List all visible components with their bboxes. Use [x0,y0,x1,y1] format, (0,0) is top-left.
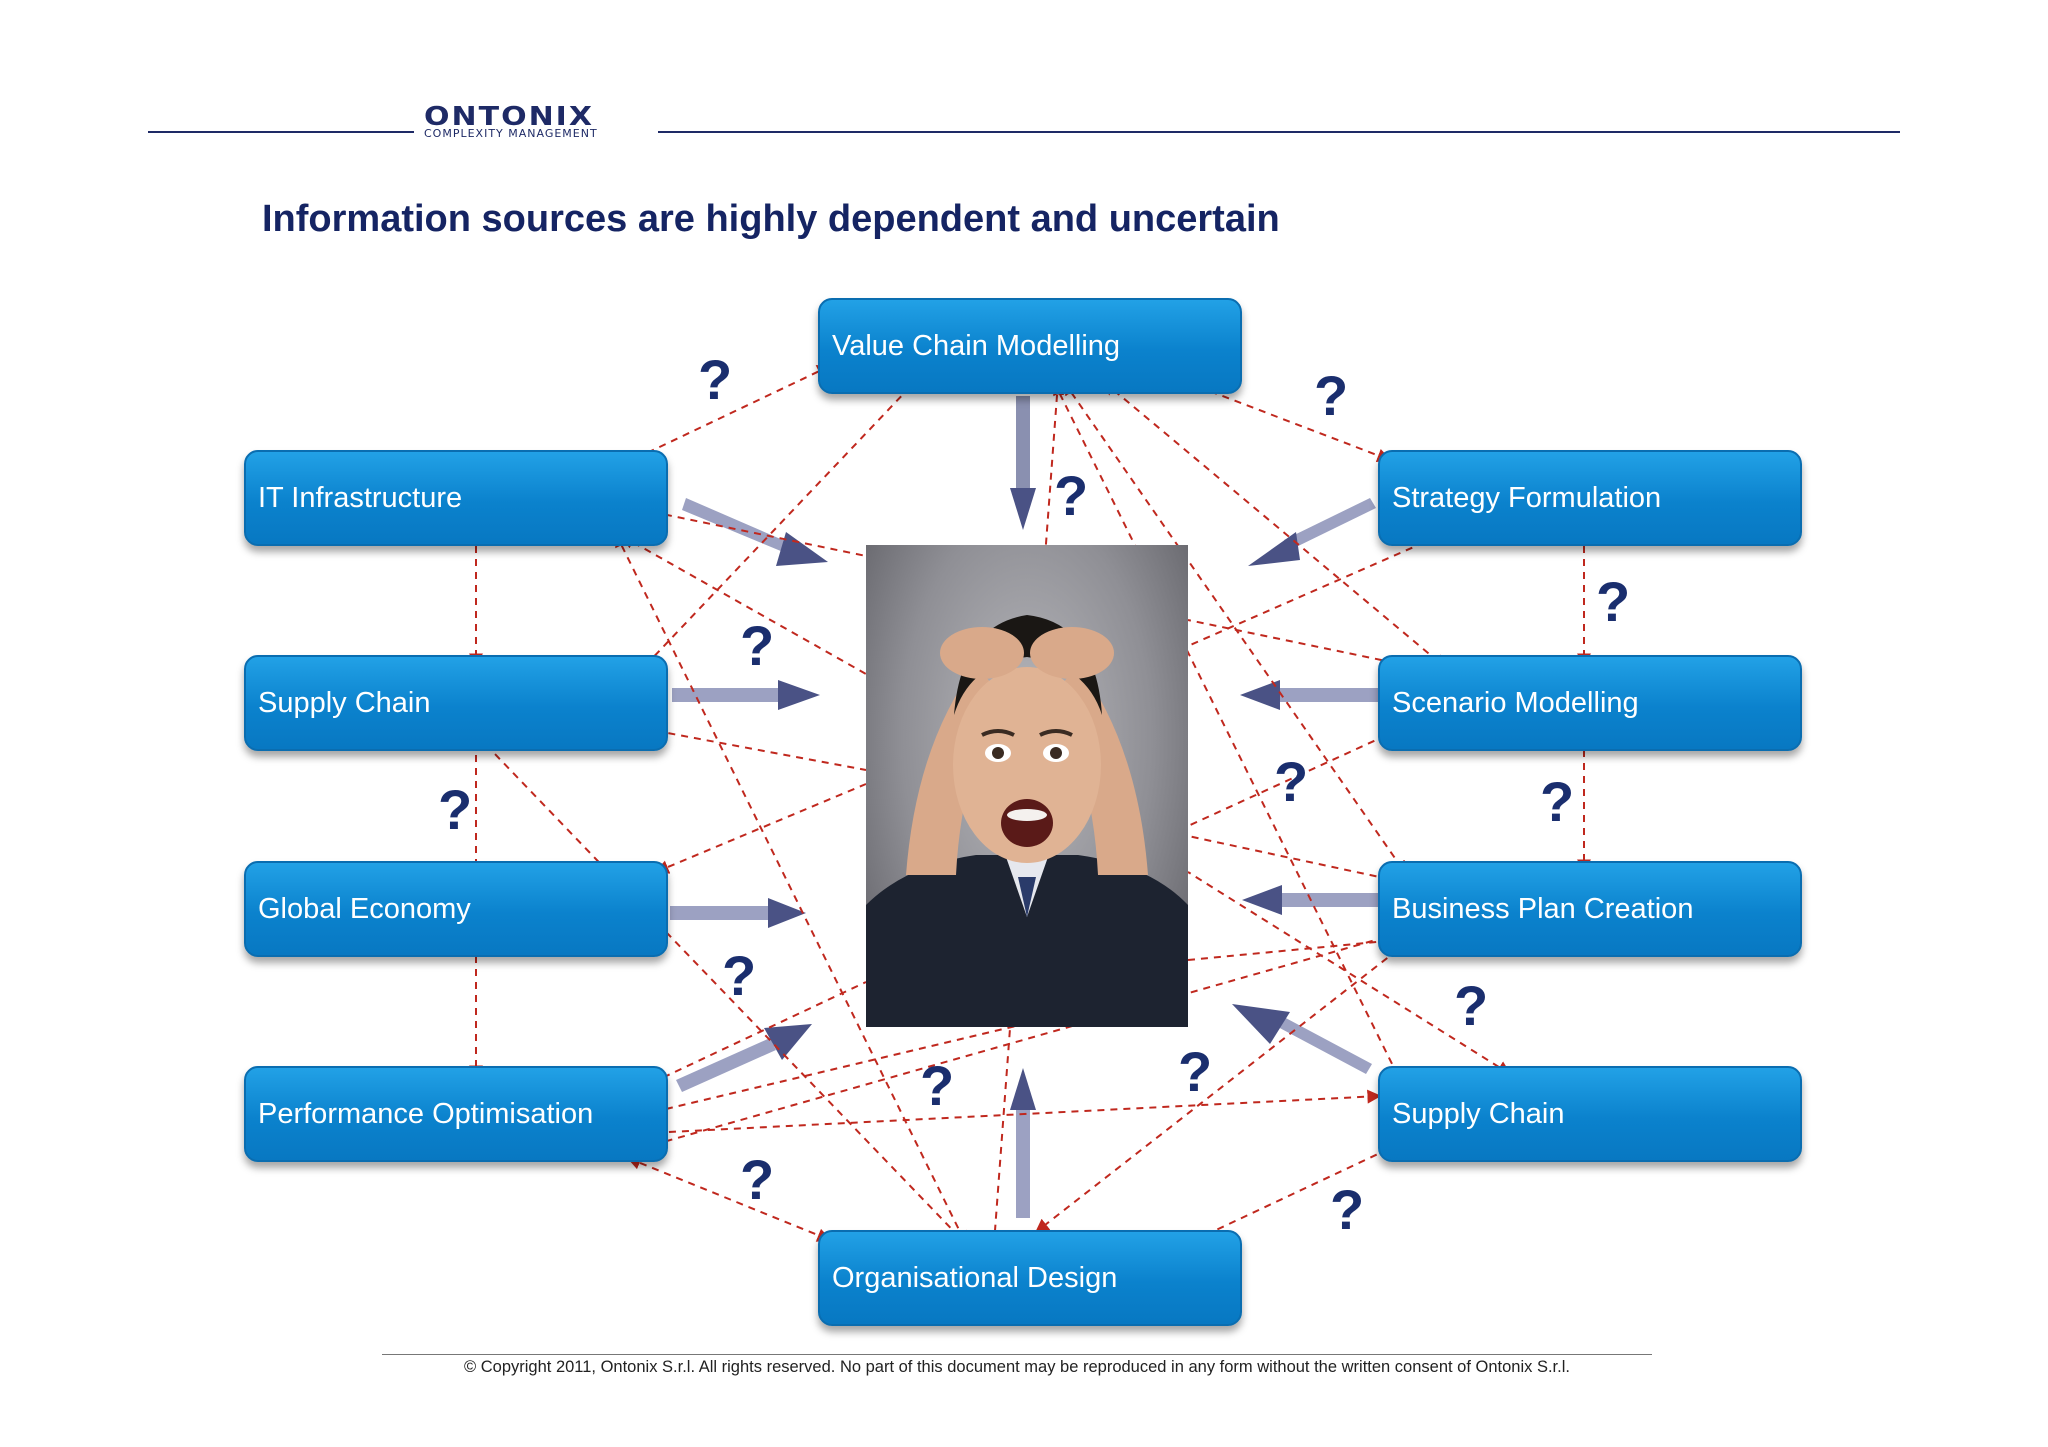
copyright-footer: © Copyright 2011, Ontonix S.r.l. All rig… [464,1358,1570,1376]
node-supply-chain-right: Supply Chain [1378,1066,1802,1162]
footer-rule [382,1354,1652,1355]
node-label: Organisational Design [832,1261,1118,1294]
question-mark: ? [1314,364,1349,427]
node-value-chain-modelling: Value Chain Modelling [818,298,1242,394]
logo-tagline: COMPLEXITY MANAGEMENT [424,127,598,140]
question-mark: ? [722,944,757,1007]
link-business-org [1034,933,1420,1233]
node-label: Global Economy [258,892,471,925]
node-label: Supply Chain [1392,1097,1565,1130]
question-mark: ? [1274,750,1309,813]
input-arrow-global-economy [670,898,806,928]
input-arrow-performance [676,1024,812,1092]
link-perf-center [626,1025,1017,1122]
link-business-center [1187,871,1512,1075]
input-arrow-value-chain [1010,396,1036,530]
link-perf-business [626,924,1420,1156]
input-arrow-strategy [1248,498,1376,566]
question-mark: ? [920,1054,955,1117]
question-mark: ? [1454,974,1489,1037]
input-arrow-organisational [1010,1068,1036,1218]
question-mark: ? [1054,464,1089,527]
question-mark: ? [1178,1040,1213,1103]
node-global-economy: Global Economy [244,861,668,957]
question-mark: ? [740,1148,775,1211]
stressed-person-illustration [866,615,1188,1027]
node-label: IT Infrastructure [258,481,463,514]
node-it-infrastructure: IT Infrastructure [244,450,668,546]
node-strategy-formulation: Strategy Formulation [1378,450,1802,546]
question-mark: ? [438,778,473,841]
node-scenario-modelling: Scenario Modelling [1378,655,1802,751]
input-arrow-it-infrastructure [682,498,828,566]
question-mark: ? [740,614,775,677]
link-strategy-photo [1187,530,1450,647]
question-mark: ? [1596,570,1631,633]
link-supply-left-org [467,724,967,1246]
node-business-plan-creation: Business Plan Creation [1378,861,1802,957]
question-mark: ? [1540,770,1575,833]
page-title: Information sources are highly dependent… [262,198,1280,240]
node-label: Value Chain Modelling [832,329,1121,362]
input-arrow-supply-chain-left [672,680,820,710]
node-label: Scenario Modelling [1392,686,1639,719]
question-mark: ? [698,348,733,411]
input-arrow-scenario [1240,680,1378,710]
header-rule-left [148,131,414,133]
node-performance-optimisation: Performance Optimisation [244,1066,668,1162]
node-label: Performance Optimisation [258,1097,594,1130]
link-supply-right-org [1146,1137,1414,1263]
link-perf-org [626,1156,832,1242]
node-label: Supply Chain [258,686,431,719]
node-label: Strategy Formulation [1392,481,1662,514]
logo-wordmark: ONTONIX [424,101,594,132]
ontonix-logo: ONTONIX COMPLEXITY MANAGEMENT [424,100,652,140]
node-label: Business Plan Creation [1392,892,1694,925]
stressed-person-photo [866,545,1188,1027]
node-supply-chain-left: Supply Chain [244,655,668,751]
header-rule-right [658,131,1900,133]
node-organisational-design: Organisational Design [818,1230,1242,1326]
question-mark: ? [1330,1178,1365,1241]
